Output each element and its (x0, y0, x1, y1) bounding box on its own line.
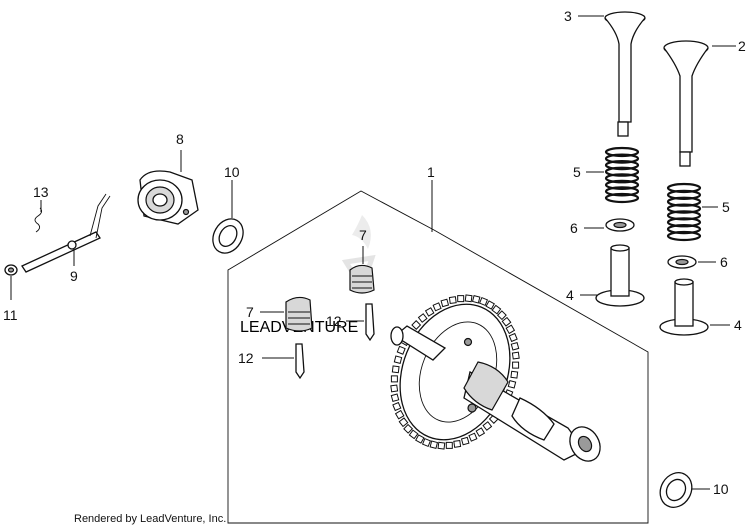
valve-spring-upper (604, 146, 640, 204)
gear-tooth (415, 434, 425, 444)
gear-tooth (471, 295, 481, 304)
valve-lifter-lower (659, 278, 709, 336)
gear-tooth (424, 307, 435, 317)
gear-tooth (448, 296, 457, 305)
callout-3: 3 (564, 8, 572, 24)
governor-arm-shaft (21, 193, 111, 273)
gear-tooth (408, 429, 419, 440)
thrust-washer-lower (659, 472, 693, 508)
valve-lifter-upper (595, 244, 645, 307)
gear-tooth (390, 375, 398, 383)
callout-5-upper: 5 (573, 164, 581, 180)
spring-coil (666, 217, 702, 228)
governor-weight-lower (285, 296, 313, 332)
weight-pin-upper (365, 303, 375, 342)
gear-tooth (453, 439, 462, 448)
gear-tooth (440, 298, 450, 308)
gear-tooth (510, 341, 520, 351)
gear-tooth (501, 316, 512, 327)
valve-exhaust (663, 40, 709, 167)
spring-coil (604, 153, 640, 164)
gear-tooth (475, 427, 486, 437)
governor-shaft-washer (4, 264, 18, 276)
spring-retainer-upper (605, 218, 635, 232)
camshaft-gear (390, 294, 601, 462)
gear-tooth (432, 302, 442, 312)
governor-weight-upper (349, 264, 375, 294)
spring-retainer-lower (667, 255, 697, 269)
gear-tooth (391, 365, 400, 374)
leader-lines (10, 15, 736, 490)
callout-labels: 1 2 3 4 4 5 5 6 6 7 7 8 9 10 10 11 12 12… (3, 8, 746, 497)
gear-tooth (390, 393, 400, 403)
gear-tooth (508, 332, 518, 343)
camshaft-assembly-boundary (227, 190, 649, 524)
callout-2: 2 (738, 38, 746, 54)
gear-tooth (445, 441, 453, 449)
gear-tooth (464, 294, 473, 303)
gear-tooth (417, 313, 428, 323)
callout-11: 11 (3, 307, 18, 323)
thrust-washer-upper (212, 218, 244, 254)
callout-10-upper: 10 (224, 164, 240, 180)
callout-6-upper: 6 (570, 220, 578, 236)
spring-coil (666, 189, 702, 200)
callout-5-lower: 5 (722, 199, 730, 215)
spring-coil (666, 203, 702, 214)
callout-12-upper: 12 (326, 313, 342, 329)
callout-6-lower: 6 (720, 254, 728, 270)
gear-tooth (496, 310, 507, 321)
callout-7-upper: 7 (359, 227, 367, 243)
gear-tooth (478, 296, 489, 307)
gear-tooth (482, 421, 493, 431)
spring-coil (666, 230, 702, 242)
callout-4-upper: 4 (566, 287, 574, 303)
callout-9: 9 (70, 268, 78, 284)
gear-tooth (429, 440, 439, 449)
spring-coil (604, 192, 640, 204)
callout-1: 1 (427, 164, 435, 180)
gear-tooth (507, 380, 517, 389)
weight-pin-lower (295, 343, 305, 380)
gear-tooth (460, 436, 470, 446)
gear-tooth (411, 320, 422, 330)
gear-tooth (491, 304, 502, 315)
spring-coil (604, 160, 640, 171)
callout-13: 13 (33, 184, 49, 200)
gear-tooth (457, 295, 465, 303)
callout-12-lower: 12 (238, 350, 254, 366)
gear-tooth (398, 417, 409, 428)
spring-coil (604, 186, 640, 197)
spring-coil (604, 166, 640, 177)
gear-tooth (392, 401, 402, 412)
gear-tooth (437, 441, 446, 450)
valve-spring-lower (666, 182, 702, 242)
gear-tooth (390, 384, 399, 393)
gear-tooth (485, 300, 495, 310)
gear-tooth (512, 361, 520, 369)
gear-tooth (396, 345, 406, 355)
callout-7-lower: 7 (246, 304, 254, 320)
gear-tooth (511, 351, 520, 360)
callout-4-lower: 4 (734, 317, 742, 333)
gear-tooth (393, 355, 403, 364)
gear-tooth (510, 370, 519, 379)
callout-8: 8 (176, 131, 184, 147)
gear-tooth (421, 437, 432, 448)
gear-tooth (505, 324, 516, 335)
spring-coil (604, 146, 640, 158)
valve-intake (604, 11, 646, 137)
callout-10-lower: 10 (713, 481, 729, 497)
spring-coil (604, 179, 640, 190)
gear-tooth (468, 432, 478, 442)
gear-tooth (403, 423, 414, 434)
governor-weight-holder (137, 170, 199, 225)
gear-tooth (394, 409, 405, 420)
footer-credit: Rendered by LeadVenture, Inc. (74, 513, 227, 525)
spring-coil (604, 173, 640, 184)
